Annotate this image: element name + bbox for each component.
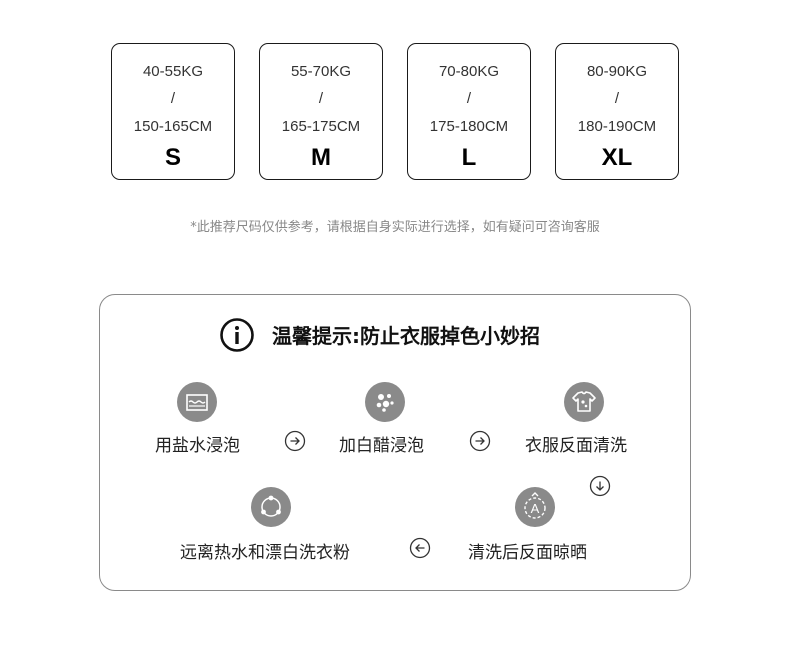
size-card-xl: 80-90KG / 180-190CM XL [555, 43, 679, 180]
size-weight: 80-90KG [586, 63, 648, 80]
svg-text:A: A [531, 501, 540, 516]
size-height: 180-190CM [577, 118, 657, 135]
vinegar-drops-icon [365, 382, 405, 422]
info-icon [220, 318, 254, 352]
size-separator: / [170, 90, 176, 107]
tips-title: 温馨提示:防止衣服掉色小妙招 [272, 324, 540, 348]
arrow-left-icon [409, 537, 431, 559]
step-label-dry-reversed: 清洗后反面晾晒 [468, 543, 587, 563]
size-height: 175-180CM [429, 118, 509, 135]
size-height: 165-175CM [281, 118, 361, 135]
size-label: S [164, 144, 181, 171]
size-height: 150-165CM [133, 118, 213, 135]
size-card-l: 70-80KG / 175-180CM L [407, 43, 531, 180]
size-card-m: 55-70KG / 165-175CM M [259, 43, 383, 180]
recycle-circle-icon [251, 487, 291, 527]
size-label: M [311, 144, 331, 171]
tshirt-icon [564, 382, 604, 422]
size-separator: / [466, 90, 472, 107]
step-label-reverse-wash: 衣服反面清洗 [525, 436, 627, 456]
step-label-avoid-hot-water: 远离热水和漂白洗衣粉 [180, 543, 350, 563]
arrow-right-icon [469, 430, 491, 452]
size-separator: / [614, 90, 620, 107]
salt-water-basin-icon [177, 382, 217, 422]
step-label-salt-water: 用盐水浸泡 [155, 436, 240, 456]
size-label: L [461, 144, 477, 171]
dry-cleaning-a-icon: A [515, 487, 555, 527]
size-separator: / [318, 90, 324, 107]
size-weight: 40-55KG [142, 63, 204, 80]
size-recommendation-note: *此推荐尺码仅供参考，请根据自身实际进行选择，如有疑问可咨询客服 [190, 220, 600, 235]
arrow-right-icon [284, 430, 306, 452]
size-weight: 55-70KG [290, 63, 352, 80]
arrow-down-icon [589, 475, 611, 497]
size-card-s: 40-55KG / 150-165CM S [111, 43, 235, 180]
size-label: XL [601, 144, 633, 171]
size-weight: 70-80KG [438, 63, 500, 80]
step-label-vinegar: 加白醋浸泡 [339, 436, 424, 456]
tips-panel [99, 294, 691, 591]
